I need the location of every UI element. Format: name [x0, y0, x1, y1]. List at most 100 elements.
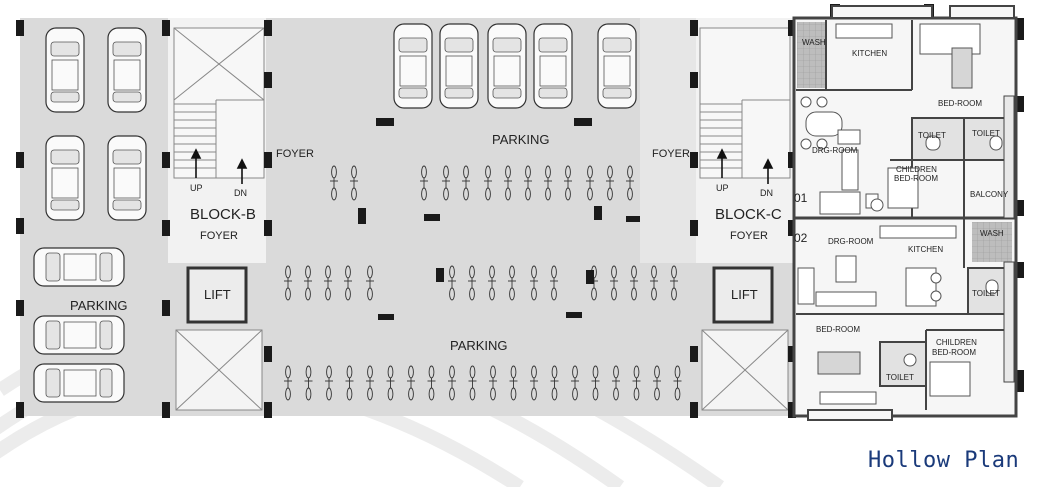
bike-icon: [330, 165, 338, 201]
label-foyer-c-column: FOYER: [652, 148, 690, 160]
car-icon: [33, 247, 125, 287]
bike-icon: [564, 165, 572, 201]
car-icon: [107, 27, 147, 113]
bike-icon: [530, 365, 538, 401]
car-icon: [439, 23, 479, 109]
bike-icon: [325, 365, 333, 401]
bike-icon: [468, 365, 477, 401]
wash-01-floor: [797, 22, 825, 88]
bike-icon: [524, 165, 532, 201]
car-group: [33, 23, 637, 403]
car-icon: [33, 363, 125, 403]
lift-c-shaft: [712, 266, 774, 324]
label-foyer-b-column: FOYER: [276, 148, 314, 160]
bike-icon: [653, 365, 661, 401]
flat-01-drg-room: DRG-ROOM: [812, 146, 858, 155]
bike-icon: [350, 165, 358, 201]
car-icon: [45, 135, 85, 221]
bike-icon: [508, 265, 516, 301]
label-foyer-b-stair: FOYER: [200, 230, 238, 242]
bike-icon: [344, 265, 352, 301]
label-up-c: UP: [716, 183, 729, 193]
flat-01-toilet-a: TOILET: [918, 131, 946, 140]
label-foyer-c-stair: FOYER: [730, 230, 768, 242]
bike-icon: [345, 365, 354, 401]
bike-icon: [448, 365, 456, 401]
structural-columns: [16, 4, 1024, 418]
wash-02-floor: [972, 222, 1012, 262]
flat-01-toilet-b: TOILET: [972, 129, 1000, 138]
bike-icon: [632, 365, 641, 401]
lift-b-shaft: [186, 266, 248, 324]
bike-icon: [366, 265, 374, 301]
bike-icon: [304, 365, 313, 401]
label-block-c: BLOCK-C: [715, 206, 782, 223]
car-icon: [107, 135, 147, 221]
plan-labels: PARKING PARKING PARKING BLOCK-B BLOCK-C …: [70, 38, 1009, 382]
bike-icon: [427, 365, 436, 401]
duct-b: [175, 329, 263, 411]
bike-icon: [420, 165, 428, 201]
duct-c: [701, 329, 789, 411]
bike-icon: [544, 165, 552, 201]
flat-02-toilet-b: TOILET: [886, 373, 914, 382]
flat-02-children-2: BED-ROOM: [932, 348, 976, 357]
flat-01-number: 01: [794, 191, 808, 205]
bike-icon: [586, 165, 594, 201]
flat-01-children-1: CHILDREN: [896, 165, 937, 174]
stair-block-c: [699, 27, 791, 179]
car-icon: [33, 315, 125, 355]
bike-icon: [468, 265, 476, 301]
stair-arrows: [190, 148, 774, 184]
car-icon: [45, 27, 85, 113]
label-lift-b: LIFT: [204, 287, 231, 302]
bike-icon: [650, 265, 658, 301]
apartment-block: [792, 5, 1018, 421]
bike-icon: [504, 165, 512, 201]
flat-02-wash: WASH: [980, 229, 1004, 238]
bike-icon: [284, 265, 292, 301]
foyer-c-column: [640, 18, 696, 263]
bike-icon: [630, 265, 638, 301]
bike-icon: [304, 265, 312, 301]
flat-01-balcony: BALCONY: [970, 190, 1009, 199]
bike-icon: [530, 265, 538, 301]
bike-icon: [366, 365, 374, 401]
label-dn-b: DN: [234, 188, 247, 198]
bike-icon: [488, 265, 496, 301]
bike-icon: [324, 265, 332, 301]
car-icon: [597, 23, 637, 109]
label-lift-c: LIFT: [731, 287, 758, 302]
bike-icon: [673, 365, 682, 401]
flat-01-kitchen: KITCHEN: [852, 49, 887, 58]
flat-02-children-1: CHILDREN: [936, 338, 977, 347]
label-up-b: UP: [190, 183, 203, 193]
flat-02-drg-room: DRG-ROOM: [828, 237, 874, 246]
bike-icon: [550, 265, 558, 301]
stair-block-b: [173, 27, 265, 179]
flat-01-bed-room: BED-ROOM: [938, 99, 982, 108]
bike-group: [284, 165, 682, 401]
flat-02-bed-room: BED-ROOM: [816, 325, 860, 334]
bike-icon: [626, 165, 634, 201]
flat-02-toilet-a: TOILET: [972, 289, 1000, 298]
flat-02-number: 02: [794, 231, 808, 245]
label-parking-top: PARKING: [492, 132, 550, 147]
bike-icon: [550, 365, 559, 401]
flat-02-kitchen: KITCHEN: [908, 245, 943, 254]
bike-icon: [509, 365, 518, 401]
flat-01-wash: WASH: [802, 38, 826, 47]
car-icon: [393, 23, 433, 109]
label-dn-c: DN: [760, 188, 773, 198]
bike-icon: [606, 165, 614, 201]
bike-icon: [670, 265, 678, 301]
bike-icon: [386, 365, 395, 401]
bike-icon: [612, 365, 620, 401]
bike-icon: [591, 365, 600, 401]
car-icon: [533, 23, 573, 109]
bike-icon: [484, 165, 492, 201]
flat-01-children-2: BED-ROOM: [894, 174, 938, 183]
bike-icon: [407, 365, 415, 401]
bike-icon: [610, 265, 618, 301]
